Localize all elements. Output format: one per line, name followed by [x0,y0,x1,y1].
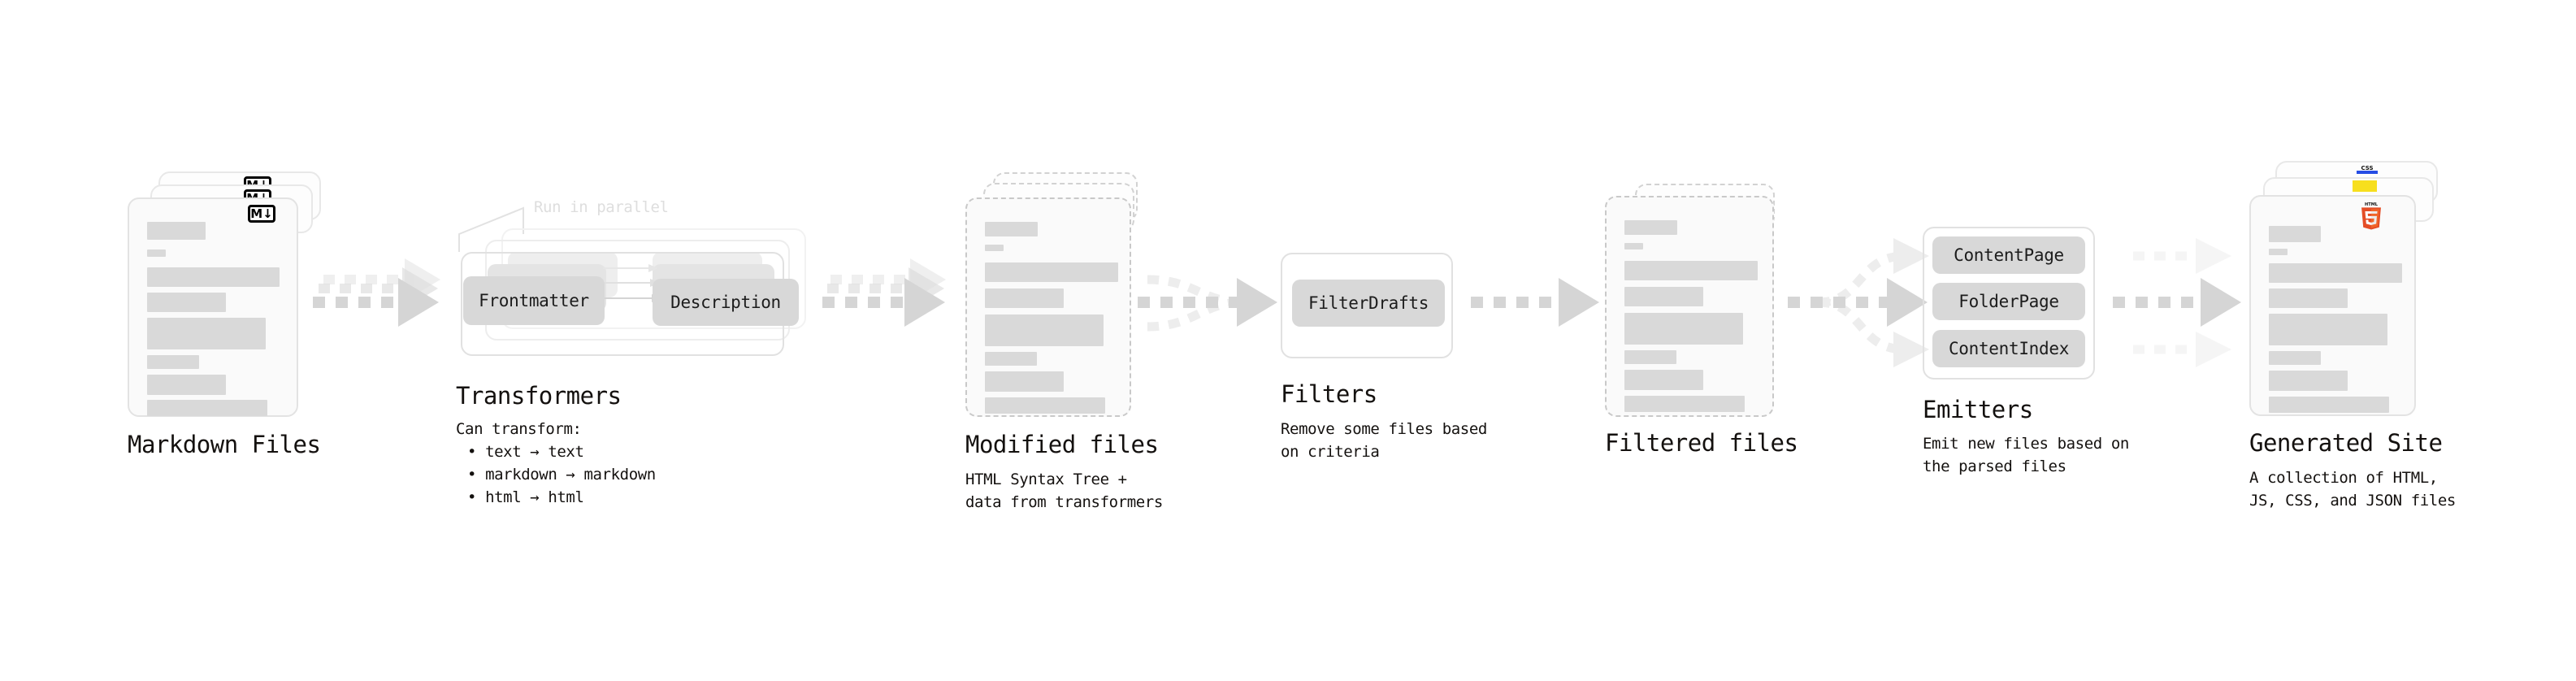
doc-bar [147,355,199,369]
filters-group-box [1281,253,1453,358]
doc-bar [985,314,1104,346]
arrow-emitters-to-site [2113,238,2241,367]
arrow-filters-to-filtered [1471,278,1599,327]
list-item: • html → html [467,488,584,506]
emitter-chip-contentpage[interactable]: ContentPage [1932,236,2085,274]
doc-bar [147,249,166,257]
arrow-transformers-to-modified [822,258,946,327]
doc-bar [2269,371,2348,391]
doc-bar [1624,287,1703,306]
doc-bar [2269,351,2321,365]
doc-bar [1624,313,1743,345]
transformers-sub: Can transform: [456,420,582,438]
emitters-sub: Emit new files based on the parsed files [1923,435,2129,475]
emitter-chip-folderpage[interactable]: FolderPage [1932,283,2085,320]
doc-bar [1624,243,1643,249]
modified-document-card [965,197,1131,417]
filtered-document-card [1605,196,1774,417]
svg-text:CSS: CSS [2361,165,2373,171]
doc-bar [147,318,266,349]
doc-bar [1624,220,1677,235]
doc-bar [147,293,226,312]
markdown-document-card [128,197,298,417]
markdown-badge-icon: M↓ [248,205,275,223]
doc-bar [1624,350,1676,364]
list-item: • markdown → markdown [467,466,656,484]
run-in-parallel-label: Run in parallel [534,198,669,216]
doc-bar [2269,249,2288,255]
transformer-chip-frontmatter[interactable]: Frontmatter [463,276,605,325]
css-badge-icon: CSS [2357,165,2378,174]
transformers-capability-list: • text → text • markdown → markdown • ht… [456,440,656,509]
doc-bar [1624,370,1703,390]
generated-site-card [2249,195,2416,416]
doc-bar [147,400,267,416]
modified-files-sub: HTML Syntax Tree + data from transformer… [965,471,1163,511]
html5-wordmark: HTML [2365,202,2379,207]
doc-bar [2269,314,2387,345]
filters-heading: Filters [1281,380,1377,408]
doc-bar [147,222,206,240]
doc-bar [1624,261,1758,280]
doc-bar [1624,396,1745,412]
doc-bar [2269,397,2389,413]
doc-bar [985,288,1064,308]
doc-bar [147,267,280,287]
doc-bar [147,375,226,395]
arrow-filtered-to-emitters [1788,238,1929,367]
filtered-files-heading: Filtered files [1605,429,1798,457]
emitters-heading: Emitters [1923,396,2033,423]
generated-site-sub: A collection of HTML, JS, CSS, and JSON … [2249,469,2456,510]
arrow-modified-to-filters [1138,275,1277,332]
doc-bar [985,397,1105,414]
run-in-parallel-bracket [458,206,524,252]
doc-bar [985,352,1037,366]
doc-bar [985,222,1038,236]
filter-chip-filterdrafts[interactable]: FilterDrafts [1292,280,1445,327]
js-badge-icon [2353,180,2377,192]
filters-sub: Remove some files based on criteria [1281,420,1487,461]
modified-files-heading: Modified files [965,431,1159,458]
transformers-heading: Transformers [456,382,622,410]
doc-bar [2269,288,2348,308]
doc-bar [2269,226,2321,242]
markdown-files-heading: Markdown Files [128,431,321,458]
list-item: • text → text [467,443,584,461]
emitter-chip-contentindex[interactable]: ContentIndex [1932,330,2085,367]
transformer-chip-description[interactable]: Description [653,279,799,326]
doc-bar [985,245,1004,251]
html5-badge-icon: HTML [2361,202,2381,230]
doc-bar [985,262,1118,282]
generated-site-heading: Generated Site [2249,429,2443,457]
arrow-markdown-to-transformers [313,258,440,327]
emitters-group-box [1923,227,2095,380]
doc-bar [985,371,1064,392]
doc-bar [2269,263,2402,283]
